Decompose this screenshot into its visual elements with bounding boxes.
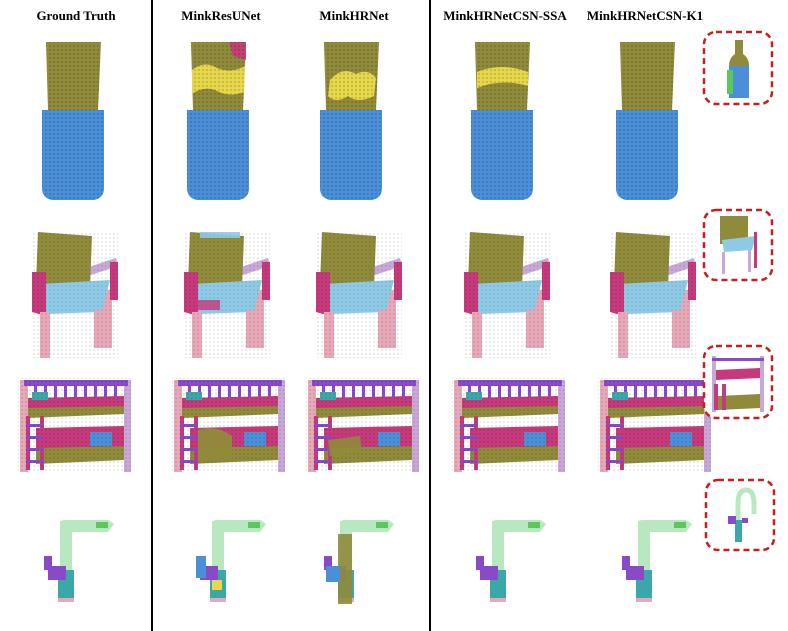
bed-hr-error: [328, 436, 362, 456]
header-minkhrnetcsn-k1: MinkHRNetCSN-K1: [586, 8, 704, 23]
faucet-ground-truth: [44, 520, 114, 602]
separator-right: [429, 0, 431, 631]
inset-bed: [702, 344, 774, 420]
bed-minkhrnetcsn-ssa: [452, 378, 566, 472]
chair-minkhrnetcsn-k1: [610, 232, 696, 358]
faucet-minkhrnet: [324, 520, 394, 602]
chair-res-noise: [200, 232, 240, 238]
bed-minkhrnetcsn-k1: [598, 378, 712, 472]
bed-res-error: [198, 428, 232, 460]
bottle-ground-truth: [42, 42, 104, 200]
header-minkhrnet: MinkHRNet: [319, 8, 389, 23]
faucet-minkhrnetcsn-k1: [622, 520, 692, 602]
header-minkresunet: MinkResUNet: [181, 8, 261, 23]
chair-minkresunet: [184, 232, 270, 358]
bottle-minkhrnet: [320, 42, 382, 200]
faucet-hr-error-2: [326, 566, 340, 582]
chair-minkhrnetcsn-ssa: [464, 232, 550, 358]
inset-chair: [702, 208, 774, 282]
header-minkhrnetcsn-ssa: MinkHRNetCSN-SSA: [443, 8, 567, 23]
bottle-minkhrnetcsn-k1: [616, 42, 678, 200]
separator-left: [151, 0, 153, 631]
bottle-minkresunet: [187, 42, 249, 200]
faucet-res-error-2: [212, 580, 222, 590]
bottle-minkhrnetcsn-ssa: [471, 42, 533, 200]
faucet-res-error: [196, 556, 206, 578]
faucet-minkhrnetcsn-ssa: [476, 520, 546, 602]
inset-faucet: [704, 478, 776, 552]
bed-minkhrnet: [306, 378, 420, 472]
faucet-minkresunet: [196, 520, 266, 602]
chair-res-noise-2: [196, 300, 220, 310]
chair-minkhrnet: [316, 232, 402, 358]
inset-bottle: [702, 30, 774, 106]
bed-ground-truth: [18, 378, 132, 472]
chair-ground-truth: [32, 232, 118, 358]
faucet-hr-error: [338, 534, 352, 604]
header-ground-truth: Ground Truth: [36, 8, 116, 23]
